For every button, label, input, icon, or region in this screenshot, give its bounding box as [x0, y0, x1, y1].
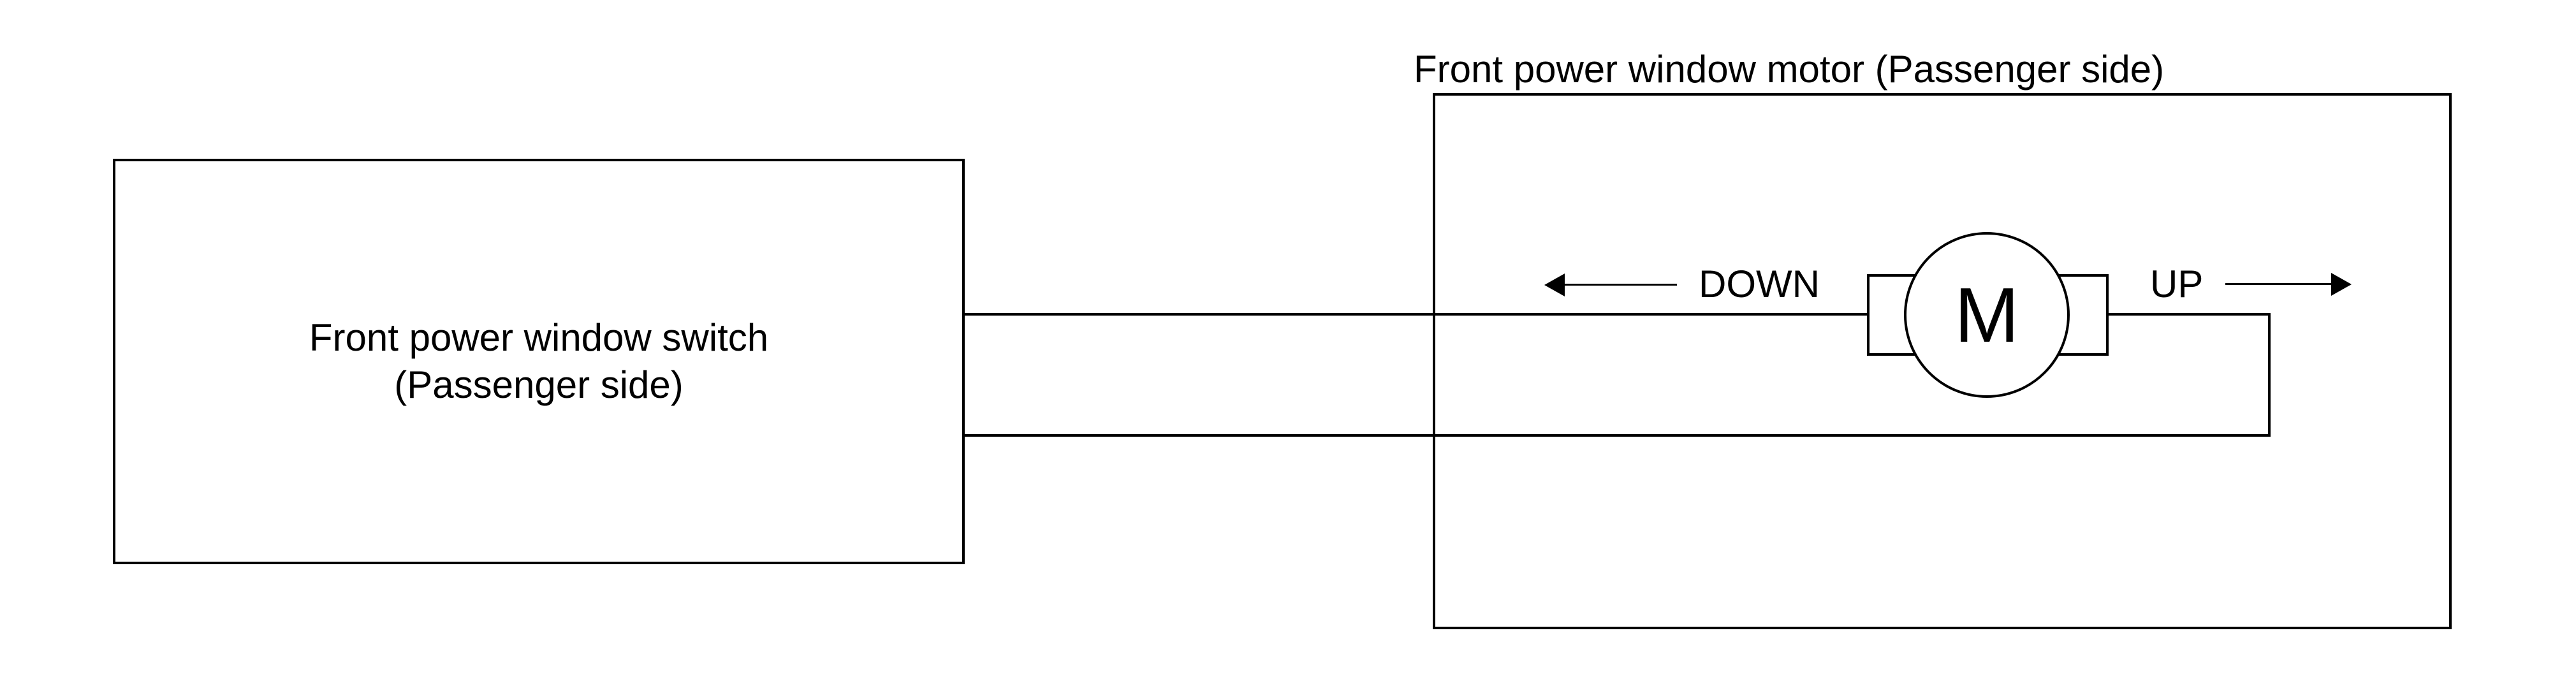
motor-letter: M	[1954, 272, 2019, 358]
motor-symbol: M	[1904, 232, 2070, 398]
up-label: UP	[2150, 263, 2204, 305]
down-arrow-icon	[1544, 274, 1565, 296]
down-label: DOWN	[1699, 263, 1820, 305]
up-arrow-icon	[2331, 273, 2352, 296]
wire-right-vertical	[2268, 314, 2271, 435]
down-arrow-shaft	[1562, 284, 1677, 286]
switch-box-label: Front power window switch (Passenger sid…	[309, 314, 768, 409]
wire-motor-right	[2109, 313, 2271, 316]
switch-box: Front power window switch (Passenger sid…	[113, 159, 965, 564]
switch-box-label-line2: (Passenger side)	[394, 363, 684, 406]
motor-box-title: Front power window motor (Passenger side…	[1414, 48, 2165, 91]
switch-box-label-line1: Front power window switch	[309, 316, 769, 359]
up-arrow-shaft	[2225, 283, 2335, 285]
wire-bottom	[962, 434, 2271, 437]
wire-top	[962, 313, 1870, 316]
